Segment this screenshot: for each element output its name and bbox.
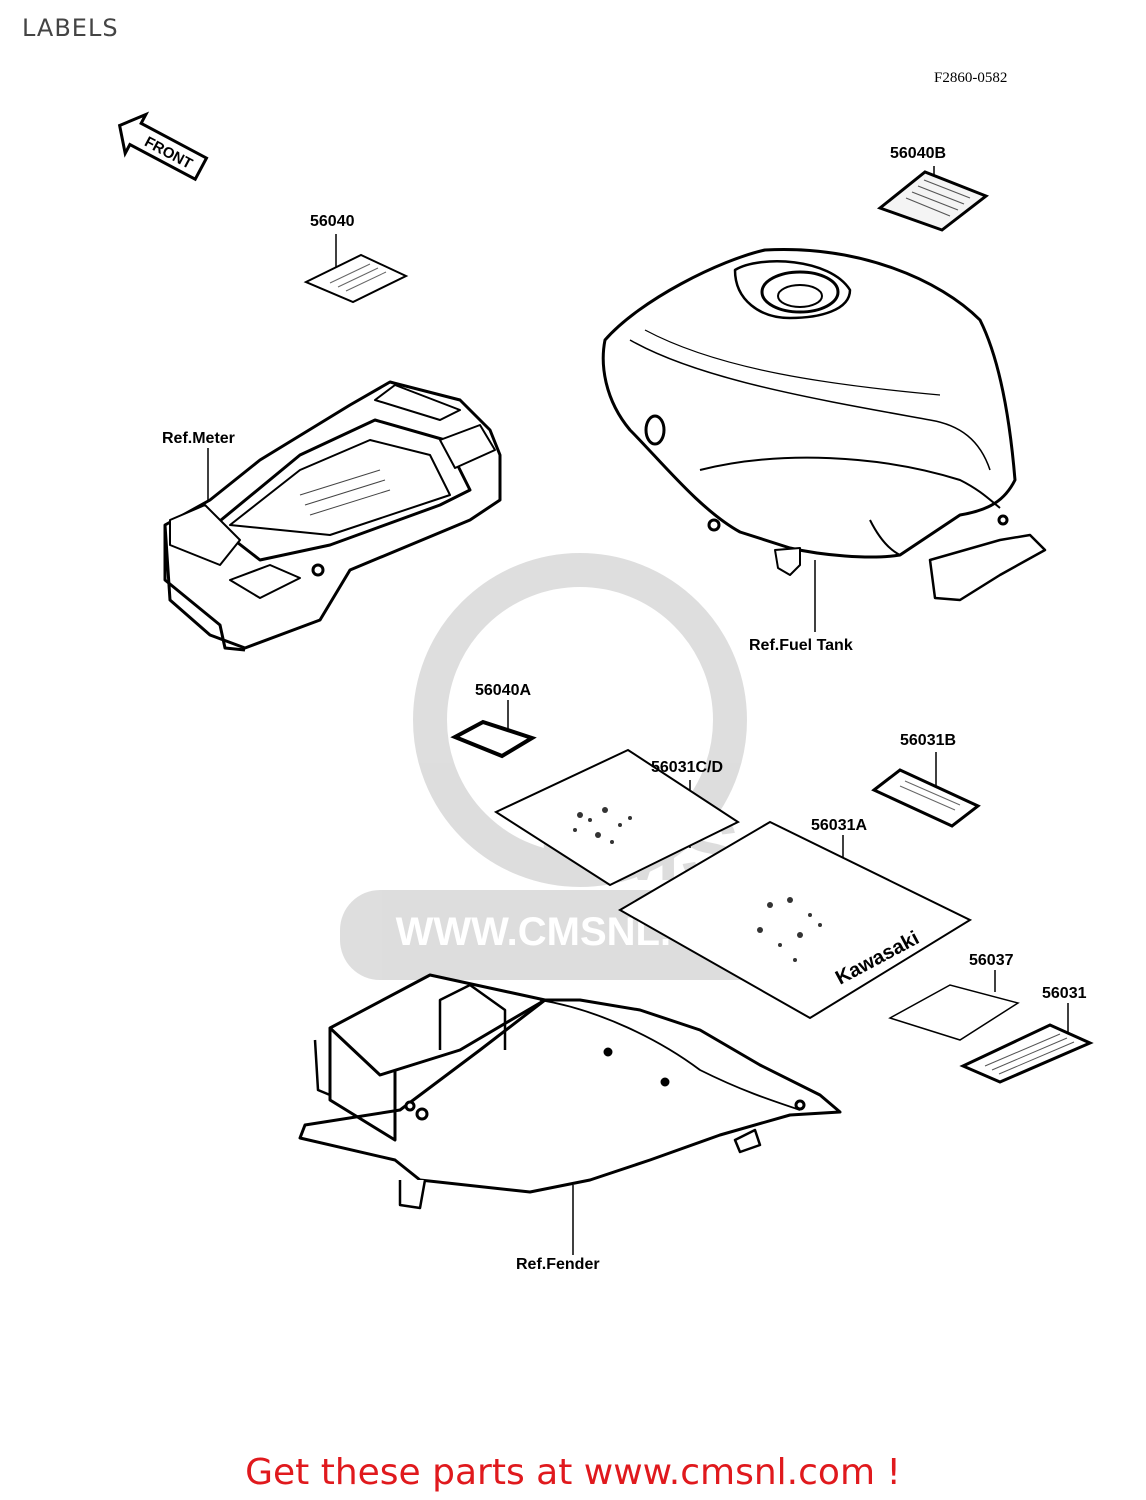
label-56040B: 56040B bbox=[890, 145, 947, 162]
label-56031B: 56031B bbox=[900, 732, 957, 749]
ref-meter-label: Ref.Meter bbox=[162, 430, 235, 447]
label-56037: 56037 bbox=[969, 952, 1014, 969]
label-56031B-sticker bbox=[871, 752, 981, 828]
rear-fender bbox=[298, 973, 842, 1210]
front-arrow-icon: FRONT bbox=[117, 111, 209, 182]
label-56040: 56040 bbox=[310, 213, 355, 230]
label-56040A-sticker bbox=[450, 700, 537, 759]
page-title: LABELS bbox=[22, 14, 119, 42]
figure-code: F2860-0582 bbox=[934, 70, 1008, 86]
footer-cta-link[interactable]: Get these parts at www.cmsnl.com ! bbox=[245, 1452, 901, 1493]
label-56040-sticker bbox=[303, 234, 409, 304]
label-56031-sticker bbox=[959, 1003, 1094, 1084]
ref-fuel-tank-label: Ref.Fuel Tank bbox=[749, 637, 853, 654]
label-56031: 56031 bbox=[1042, 985, 1087, 1002]
label-56040B-sticker bbox=[876, 166, 990, 232]
label-56031A: 56031A bbox=[811, 817, 868, 834]
fuel-tank bbox=[601, 248, 1047, 602]
meter-housing bbox=[163, 380, 502, 652]
label-56040A: 56040A bbox=[475, 682, 532, 699]
ref-fender-label: Ref.Fender bbox=[516, 1256, 600, 1273]
label-56031CD: 56031C/D bbox=[651, 759, 724, 776]
label-56031CD-sheet bbox=[493, 748, 741, 887]
label-56037-sticker bbox=[888, 970, 1020, 1041]
